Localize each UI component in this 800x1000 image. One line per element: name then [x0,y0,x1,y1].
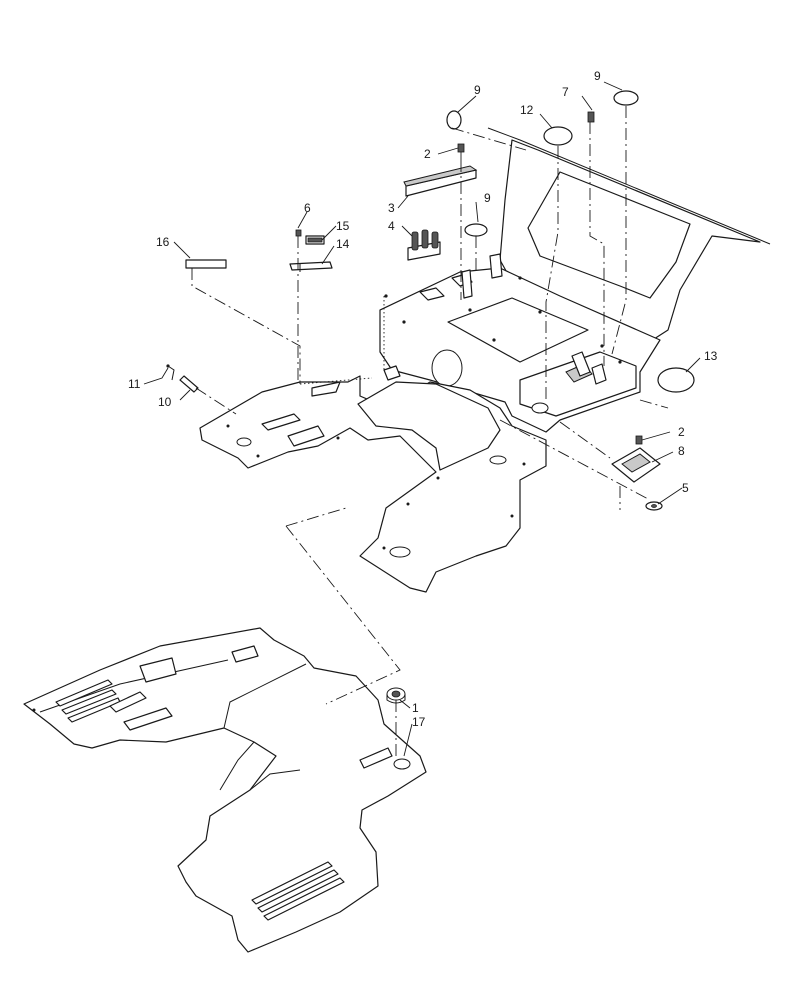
plug-part-12 [543,126,573,146]
callout-11: 11 [128,377,141,391]
callout-9-mid: 9 [484,191,491,205]
floor-plate [199,365,547,593]
shift-plate-part [611,435,661,483]
callout-16: 16 [156,235,170,249]
callout-5: 5 [682,481,689,495]
callout-4: 4 [388,219,395,233]
callout-1: 1 [412,701,419,715]
cab-frame [379,127,771,433]
callout-2-top: 2 [424,147,431,161]
assembly-lines [191,106,669,758]
callout-9-top: 9 [474,83,481,97]
cap-part-9 [446,90,639,237]
leaders [143,81,701,757]
floor-mat [23,627,427,953]
callout-12: 12 [520,103,534,117]
cover-plate-part [403,165,478,197]
screw-part-6 [295,229,302,237]
callout-9-right: 9 [594,69,601,83]
strap-part-16 [185,259,227,269]
bracket-part-14 [289,261,333,272]
callout-7: 7 [562,85,569,99]
callout-3: 3 [388,201,395,215]
clip-part-11 [166,364,175,381]
pin-part-10 [179,375,199,393]
screw-part-top [457,143,465,160]
plate-part-13 [657,367,695,393]
callout-13: 13 [704,349,718,363]
callout-10: 10 [158,395,172,409]
latch-part-15 [305,235,325,245]
callout-8: 8 [678,444,685,458]
shift-boot-part [407,229,441,261]
callout-6: 6 [304,201,311,215]
callout-14: 14 [336,237,350,251]
callout-15: 15 [336,219,350,233]
callout-2-right: 2 [678,425,685,439]
callout-17: 17 [412,715,426,729]
callout-labels: 1 17 2 2 3 4 5 6 7 8 9 9 9 10 11 12 13 1… [128,69,718,729]
screw-part-7 [587,111,595,123]
